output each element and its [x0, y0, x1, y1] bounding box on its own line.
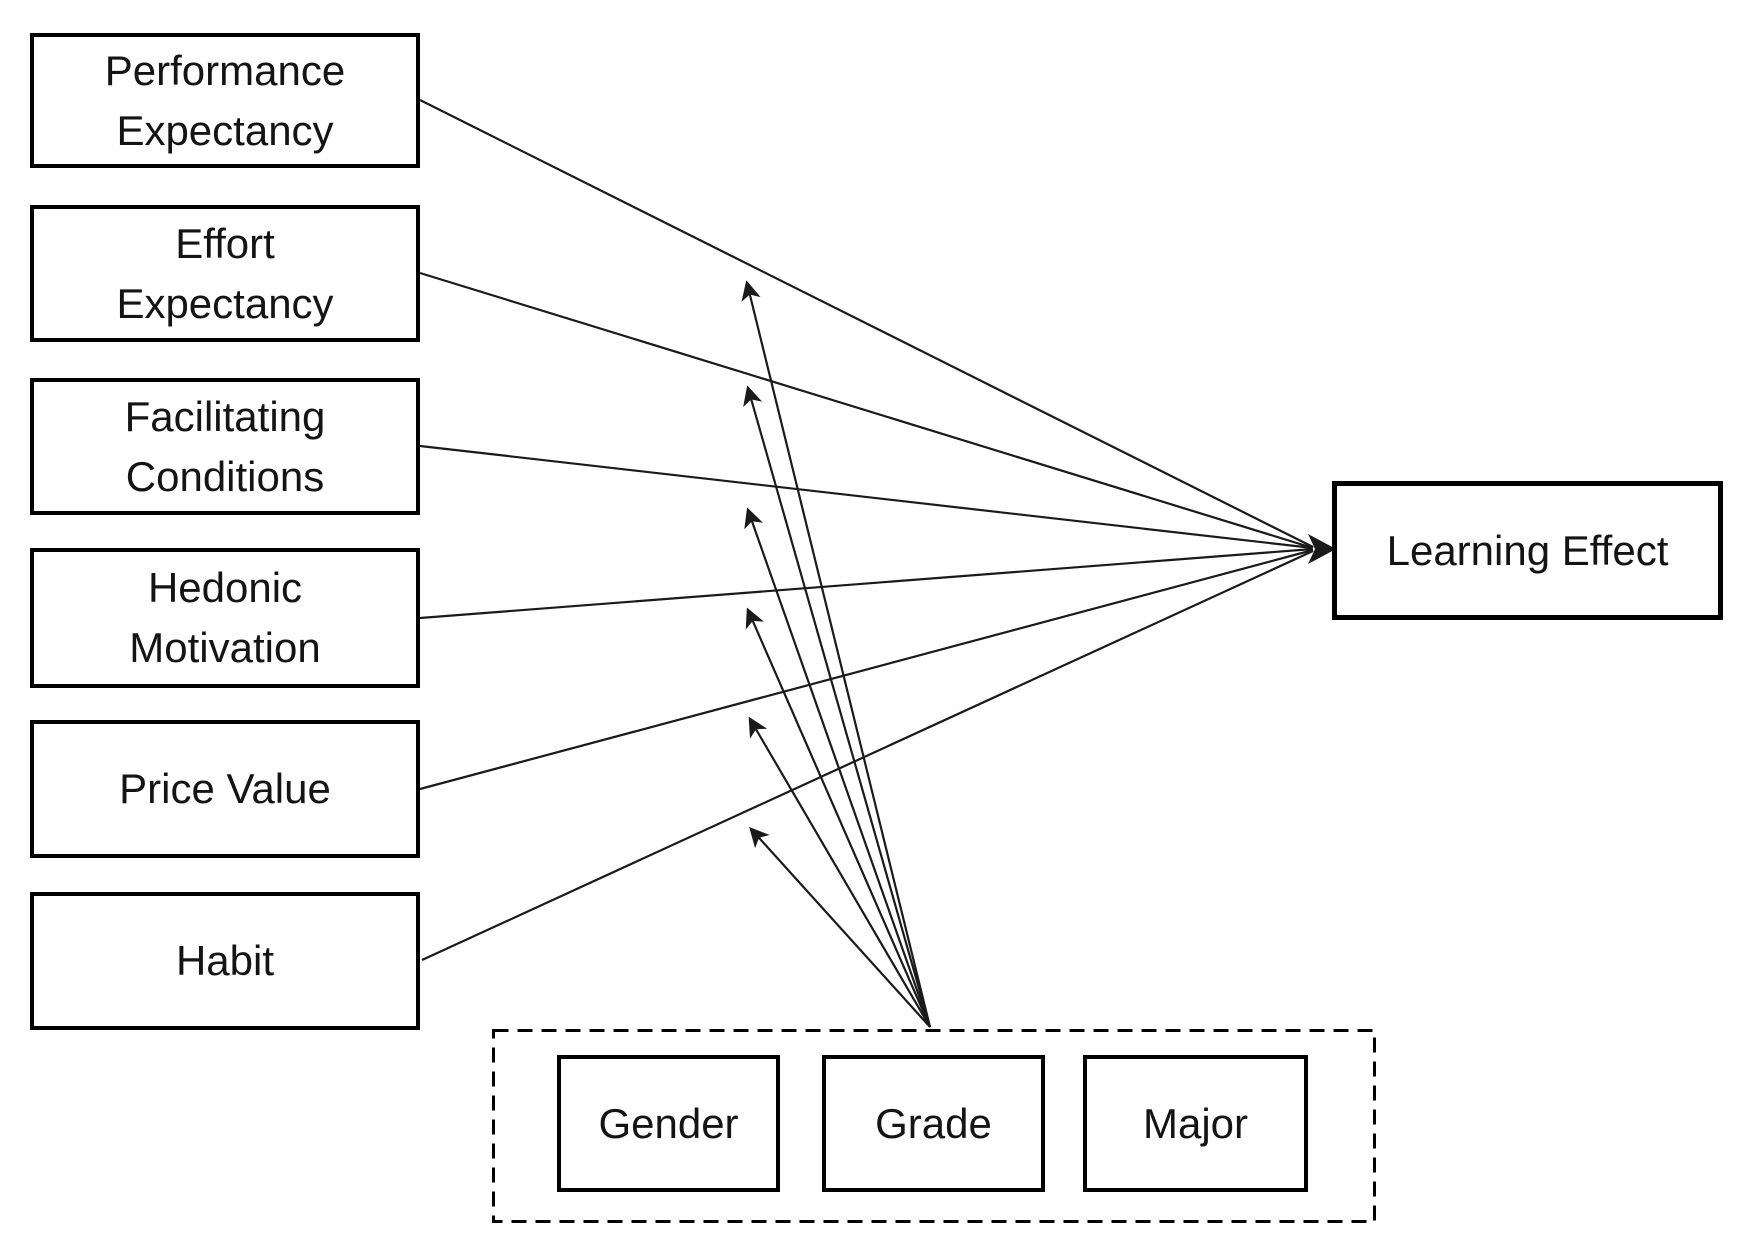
- node-label: Gender: [598, 1099, 739, 1147]
- node-label: Hedonic: [147, 564, 303, 612]
- moderation-arrow-to-path-6: [749, 826, 931, 1028]
- node-label: Grade: [875, 1099, 992, 1147]
- node-label: Motivation: [129, 624, 321, 671]
- node-facilitating-conditions: Facilitating Conditions: [30, 378, 420, 515]
- node-learning-effect: Learning Effect: [1332, 481, 1723, 620]
- node-label: Habit: [175, 937, 275, 985]
- node-label: Major: [1142, 1099, 1249, 1147]
- moderation-arrow-to-path-5: [748, 716, 931, 1028]
- node-label: Effort: [175, 219, 275, 267]
- path-facilitating-conditions-to-learning-effect: [419, 444, 1314, 550]
- node-habit: Habit: [30, 892, 420, 1030]
- path-effort-expectancy-to-learning-effect: [419, 271, 1314, 550]
- node-label: Facilitating: [124, 392, 326, 440]
- moderation-arrow-to-path-3: [744, 507, 932, 1028]
- path-habit-to-learning-effect: [421, 550, 1314, 961]
- moderation-arrow-to-path-2: [743, 385, 932, 1028]
- node-major: Major: [1083, 1055, 1308, 1192]
- path-price-value-to-learning-effect: [419, 548, 1314, 791]
- node-grade: Grade: [822, 1055, 1045, 1192]
- node-label: Performance: [104, 46, 346, 94]
- moderation-arrow-to-path-4: [745, 607, 932, 1028]
- moderators-container: [492, 1029, 1376, 1223]
- node-performance-expectancy: Performance Expectancy: [30, 33, 420, 168]
- path-performance-expectancy-to-learning-effect: [419, 99, 1314, 548]
- converging-arrowhead-icon: [1308, 534, 1336, 564]
- node-label: Conditions: [125, 452, 325, 500]
- node-label: Price Value: [119, 765, 331, 813]
- node-effort-expectancy: Effort Expectancy: [30, 205, 420, 342]
- moderation-arrow-to-path-1: [741, 280, 932, 1028]
- node-gender: Gender: [557, 1055, 780, 1192]
- node-label: Learning Effect: [1386, 526, 1669, 574]
- node-label: Expectancy: [116, 279, 334, 327]
- node-price-value: Price Value: [30, 720, 420, 858]
- node-hedonic-motivation: Hedonic Motivation: [30, 548, 420, 688]
- path-hedonic-motivation-to-learning-effect: [419, 547, 1314, 620]
- node-label: Expectancy: [116, 106, 334, 154]
